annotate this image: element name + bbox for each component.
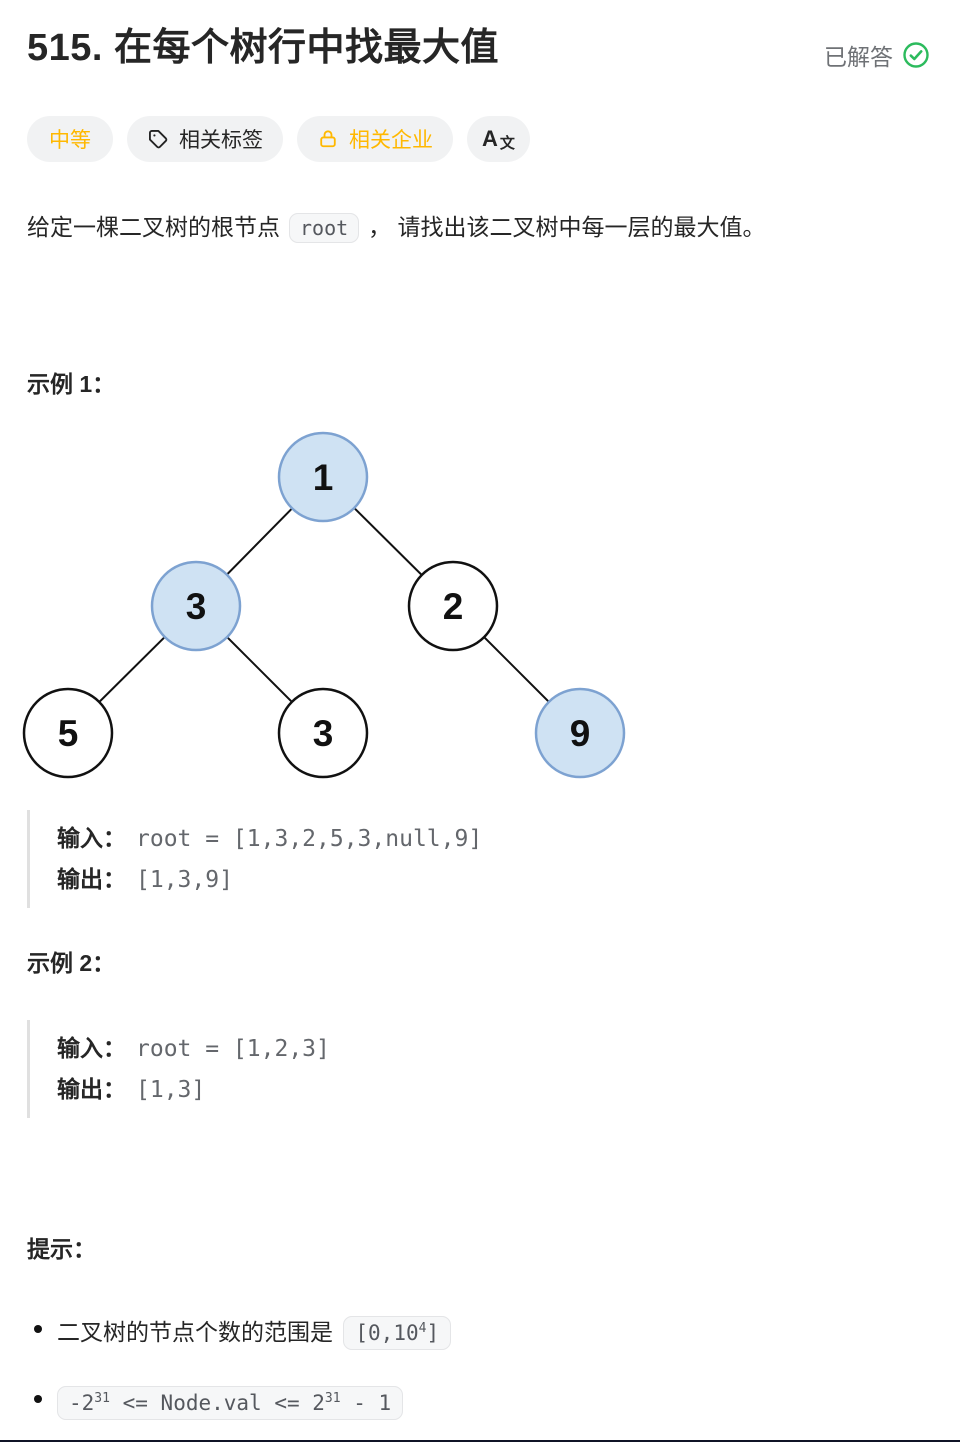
title-row: 515. 在每个树行中找最大值 已解答 [27, 26, 930, 72]
example1-output-code: [1,3,9] [136, 867, 233, 894]
hint1-code: [0,104] [343, 1316, 452, 1351]
example2-output-code: [1,3] [136, 1077, 206, 1104]
example1-output-line: 输出： [1,3,9] [57, 859, 930, 900]
hint2-code: -231 <= Node.val <= 231 - 1 [57, 1386, 404, 1421]
inline-code-root: root [289, 213, 360, 243]
example1-heading: 示例 1： [27, 371, 116, 398]
difficulty-badge[interactable]: 中等 [27, 116, 113, 162]
tree-node-2: 2 [407, 560, 499, 652]
input-label: 输入： [57, 825, 126, 852]
solved-label: 已解答 [824, 44, 893, 70]
translate-icon: A [482, 126, 498, 151]
example1-input-code: root = [1,3,2,5,3,null,9] [136, 826, 483, 853]
tree-node-3: 3 [277, 687, 369, 779]
tree-diagram-container: 1 3 2 5 3 9 [20, 429, 930, 786]
example2-output-line: 输出： [1,3] [57, 1069, 930, 1110]
output-label: 输出： [57, 866, 126, 893]
translate-icon-cjk: 文 [499, 134, 515, 152]
translate-toggle-button[interactable]: A 文 [467, 116, 530, 162]
tag-icon [147, 128, 169, 150]
problem-description: 给定一棵二叉树的根节点 root ， 请找出该二叉树中每一层的最大值。 [27, 208, 930, 247]
svg-text:2: 2 [443, 586, 464, 627]
description-text-before: 给定一棵二叉树的根节点 [27, 214, 280, 240]
difficulty-label: 中等 [49, 129, 91, 152]
hint-item-node-count: 二叉树的节点个数的范围是 [0,104] [27, 1308, 930, 1354]
hints-list: 二叉树的节点个数的范围是 [0,104] -231 <= Node.val <=… [27, 1308, 930, 1424]
output-label: 输出： [57, 1076, 126, 1103]
related-companies-label: 相关企业 [349, 129, 433, 152]
example1-input-line: 输入： root = [1,3,2,5,3,null,9] [57, 818, 930, 859]
page-title: 515. 在每个树行中找最大值 [27, 27, 500, 69]
svg-text:9: 9 [570, 713, 591, 754]
related-companies-button[interactable]: 相关企业 [297, 116, 453, 162]
related-tags-button[interactable]: 相关标签 [127, 116, 283, 162]
input-label: 输入： [57, 1035, 126, 1062]
hint-item-value-range: -231 <= Node.val <= 231 - 1 [27, 1378, 930, 1424]
tree-node-5: 5 [22, 687, 114, 779]
lock-icon [317, 128, 339, 150]
example2-heading: 示例 2： [27, 950, 116, 977]
example1-block: 输入： root = [1,3,2,5,3,null,9] 输出： [1,3,9] [27, 810, 930, 909]
example2-block: 输入： root = [1,2,3] 输出： [1,3] [27, 1020, 930, 1119]
binary-tree-diagram: 1 3 2 5 3 9 [22, 431, 626, 779]
tree-node-9: 9 [534, 687, 626, 779]
example2-input-code: root = [1,2,3] [136, 1036, 330, 1063]
related-tags-label: 相关标签 [179, 129, 263, 152]
hints-heading: 提示： [27, 1236, 96, 1263]
solved-status-badge: 已解答 [824, 38, 930, 72]
bottom-divider-bar [0, 1440, 960, 1442]
svg-text:3: 3 [186, 586, 207, 627]
svg-text:1: 1 [313, 457, 334, 498]
description-text-after: ， 请找出该二叉树中每一层的最大值。 [368, 214, 766, 240]
svg-text:3: 3 [313, 713, 334, 754]
hint1-text: 二叉树的节点个数的范围是 [57, 1319, 333, 1346]
tree-node-3: 3 [150, 560, 242, 652]
example2-input-line: 输入： root = [1,2,3] [57, 1028, 930, 1069]
svg-text:5: 5 [58, 713, 79, 754]
tags-row: 中等 相关标签 相关企业 A 文 [27, 116, 930, 162]
check-circle-icon [902, 41, 930, 69]
tree-node-1: 1 [277, 431, 369, 523]
